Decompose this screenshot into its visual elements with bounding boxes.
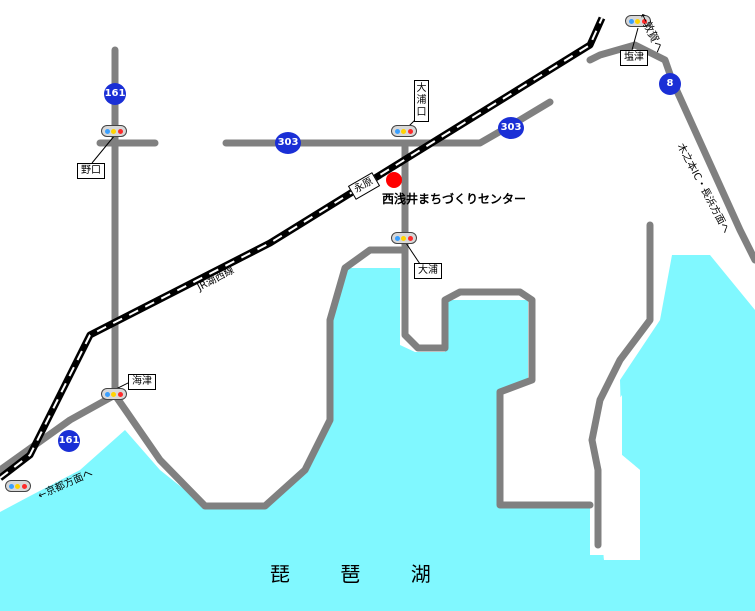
center-name: 西浅井まちづくりセンター: [382, 192, 527, 206]
road-shiotsu: [586, 41, 676, 84]
place-shiotsu: 塩津: [620, 50, 648, 66]
road-coast-west: [111, 246, 409, 510]
land-peninsula: [590, 395, 640, 560]
traffic-signal-icon: [101, 125, 127, 137]
road-east-coast: [588, 221, 654, 549]
road-8: [668, 76, 755, 264]
traffic-signal-icon: [101, 388, 127, 400]
location-marker-icon[interactable]: [386, 172, 402, 188]
traffic-signal-icon: [391, 232, 417, 244]
route-shield-161-south: 161: [58, 430, 80, 452]
place-oura: 大浦: [414, 263, 442, 279]
traffic-signal-icon: [391, 125, 417, 137]
route-shield-8: 8: [659, 73, 681, 95]
route-shield-161-north: 161: [104, 83, 126, 105]
place-oura-guchi: 大浦口: [414, 80, 429, 122]
place-noguchi: 野口: [77, 163, 105, 179]
road-161-south: [0, 391, 119, 474]
route-shield-303-west: 303: [275, 132, 301, 154]
traffic-signal-icon: [625, 15, 651, 27]
railway: [0, 16, 606, 481]
road-oura-coast: [401, 139, 594, 509]
place-kaizu: 海津: [128, 374, 156, 390]
road-303: [222, 98, 554, 147]
traffic-signal-icon: [5, 480, 31, 492]
lake-name: 琵 琶 湖: [270, 562, 453, 586]
route-shield-303-east: 303: [498, 117, 524, 139]
lake-west: [0, 255, 755, 611]
roads: [0, 41, 755, 549]
